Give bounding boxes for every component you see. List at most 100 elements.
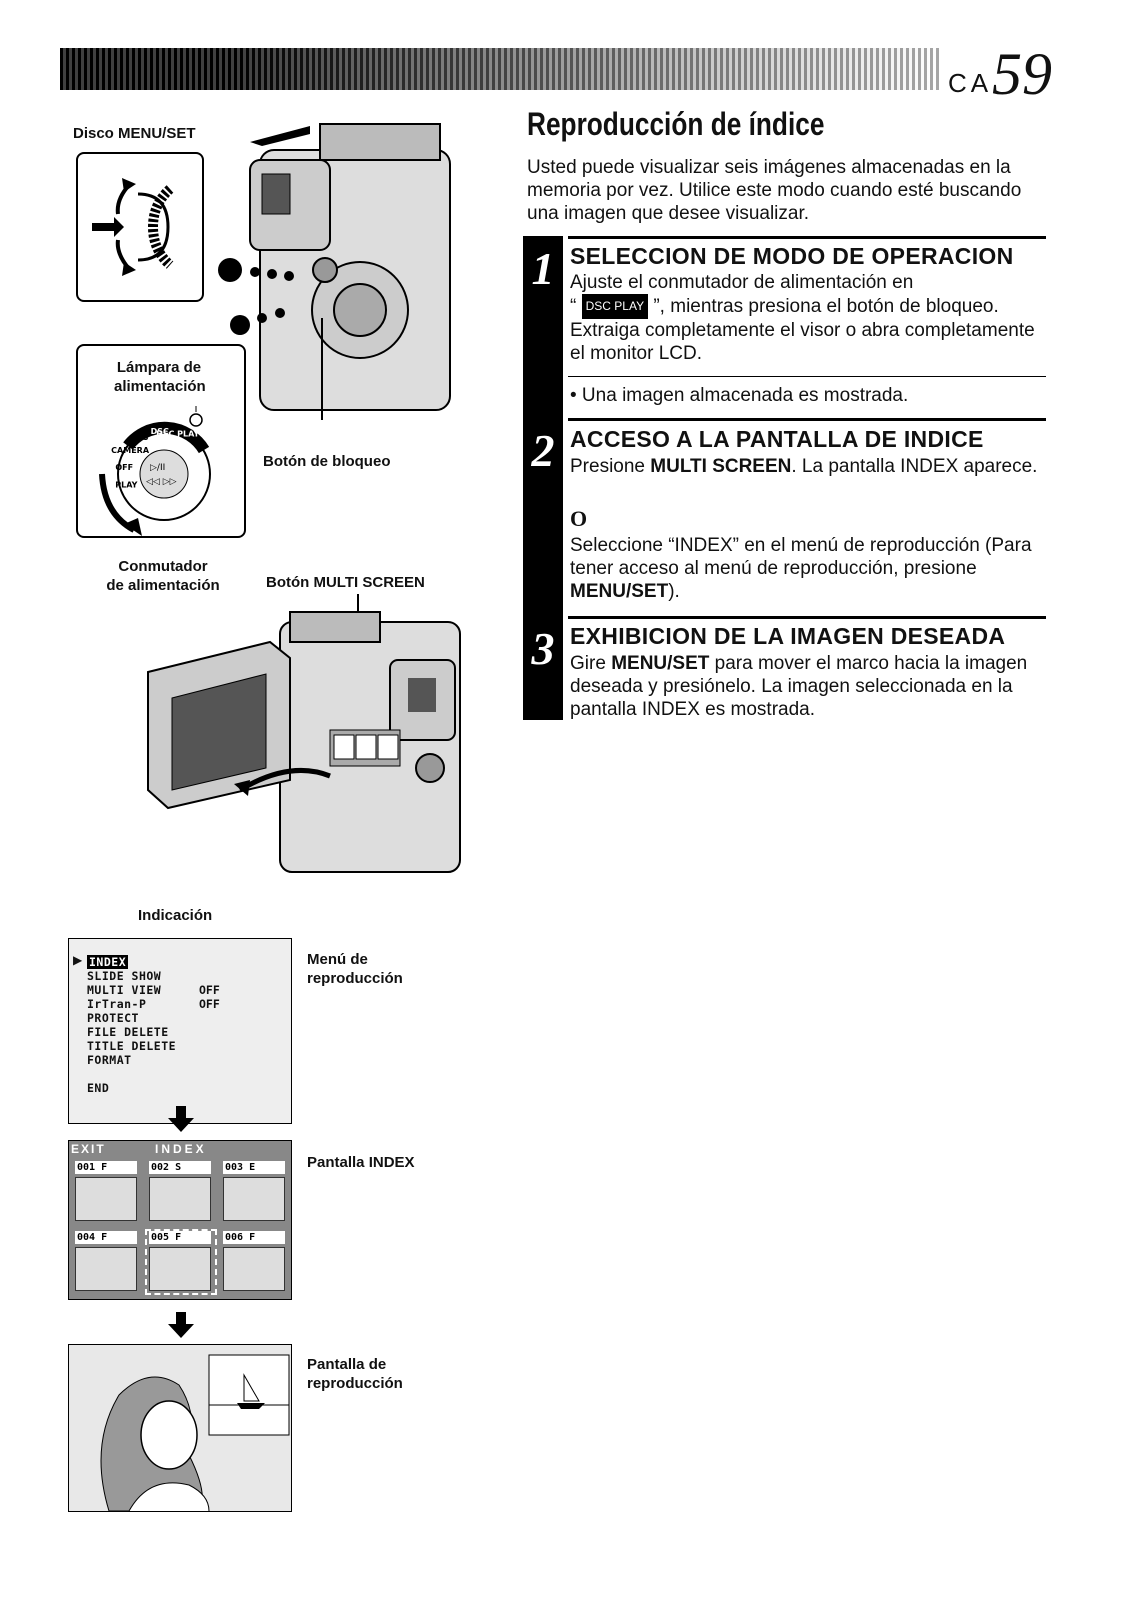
label-indicacion: Indicación <box>138 907 213 924</box>
index-cell-3: 003 E <box>221 1161 289 1223</box>
cell-2-mode: S <box>175 1162 182 1173</box>
index-title: INDEX <box>155 1142 207 1156</box>
step-1-line1: Ajuste el conmutador de alimentación en <box>570 272 914 293</box>
index-cell-1-header: 001 F <box>75 1161 137 1174</box>
menu-item-multi-view: MULTI VIEW <box>87 983 162 997</box>
index-cell-4: 004 F <box>73 1231 141 1293</box>
index-cell-5-header: 005 F <box>149 1231 211 1244</box>
step-2-or: O <box>570 506 588 531</box>
menu-item-slide-show: SLIDE SHOW <box>87 969 162 983</box>
step-3-number: 3 <box>523 616 563 720</box>
index-cell-6-header: 006 F <box>223 1231 285 1244</box>
switch-position-label: PLAY <box>115 481 137 490</box>
cell-6-num: 006 <box>225 1232 244 1243</box>
playback-menu-screen: ▶ INDEX SLIDE SHOW MULTI VIEW OFF IrTran… <box>68 938 292 1124</box>
cell-4-mode: F <box>101 1232 108 1243</box>
step-2-bold-b: MENU/SET <box>570 581 669 602</box>
index-cell-2-header: 002 S <box>149 1161 211 1174</box>
menu-item-index: INDEX <box>87 955 129 969</box>
intro-text: Usted puede visualizar seis imágenes alm… <box>527 157 1022 224</box>
index-screen: EXIT INDEX 001 F 002 S 003 E 004 F 005 F… <box>68 1140 292 1300</box>
down-arrow-icon <box>168 1106 194 1132</box>
step-3-bold: MENU/SET <box>611 653 710 674</box>
menu-item-irtran: IrTran-P <box>87 997 147 1011</box>
index-cell-2: 002 S <box>147 1161 215 1223</box>
cell-5-num: 005 <box>151 1232 170 1243</box>
menu-item-format: FORMAT <box>87 1053 132 1067</box>
step-2-text-c: Seleccione “INDEX” en el menú de reprodu… <box>570 535 1032 579</box>
step-2-text-a: Presione <box>570 456 651 477</box>
step-2-body2: Seleccione “INDEX” en el menú de reprodu… <box>570 534 1048 603</box>
step-2-text-d: ). <box>668 581 680 602</box>
menu-item-end: END <box>87 1081 110 1095</box>
playback-screen <box>68 1344 292 1512</box>
index-cell-4-landscape-image <box>75 1247 137 1291</box>
step-3-text-b: para mover el marco hacia la imagen dese… <box>570 653 1028 720</box>
switch-playback-icon: ▷/II <box>150 463 165 473</box>
switch-position-label: CAMERA <box>111 446 150 455</box>
down-arrow-icon <box>168 1312 194 1338</box>
index-cell-4-header: 004 F <box>75 1231 137 1244</box>
step-1-body: Ajuste el conmutador de alimentación en … <box>570 271 1048 365</box>
dsc-play-badge: DSC PLAY <box>581 294 649 319</box>
label-pantalla-index: Pantalla INDEX <box>307 1154 415 1171</box>
index-cell-5-selected[interactable]: 005 F <box>145 1229 217 1295</box>
label-menu-2: reproducción <box>307 970 403 987</box>
step-1-heading: SELECCION DE MODO DE OPERACION <box>570 243 1014 269</box>
step-3-text-a: Gire <box>570 653 612 674</box>
index-cell-6: 006 F <box>221 1231 289 1293</box>
switch-skip-icon: ◁◁ ▷▷ <box>146 477 177 487</box>
step-3-heading: EXHIBICION DE LA IMAGEN DESEADA <box>570 623 1006 649</box>
cell-3-mode: E <box>249 1162 256 1173</box>
index-cell-6-sunset-image <box>223 1247 285 1291</box>
cell-1-num: 001 <box>77 1162 96 1173</box>
step-1-line2: “ DSC PLAY ”, mientras presiona el botón… <box>570 294 1048 319</box>
label-menu-reproduccion: Menú de reproducción <box>307 950 403 988</box>
step-1-rule <box>568 236 1046 239</box>
index-cell-2-people-image <box>149 1177 211 1221</box>
menu-item-protect: PROTECT <box>87 1011 139 1025</box>
menu-item-file-delete: FILE DELETE <box>87 1025 169 1039</box>
step-3-rule <box>568 616 1046 619</box>
power-switch-box: Lámpara de alimentación ▷/II ◁◁ ▷▷ PLAY O… <box>76 344 246 538</box>
step-2-rule <box>568 418 1046 421</box>
label-lampara-1: Lámpara de <box>116 359 202 376</box>
label-disco-menu-set: Disco MENU/SET <box>73 125 196 142</box>
step-3-body: Gire MENU/SET para mover el marco hacia … <box>570 652 1048 721</box>
switch-position-label: OFF <box>115 463 133 472</box>
step-2-heading: ACCESO A LA PANTALLA DE INDICE <box>570 426 984 452</box>
step-2-body: Presione MULTI SCREEN. La pantalla INDEX… <box>570 455 1048 478</box>
index-cell-5-woman-image <box>149 1247 211 1291</box>
index-exit-label: EXIT <box>71 1142 106 1156</box>
index-cell-1-flower-image <box>75 1177 137 1221</box>
page-number: 59 <box>992 41 1052 107</box>
step-1-note-rule <box>568 376 1046 377</box>
step-1-line2-text: ”, mientras presiona el botón de bloqueo… <box>653 296 999 317</box>
section-code: CA <box>948 68 993 98</box>
menu-set-dial-icon <box>92 178 174 276</box>
label-boton-bloqueo: Botón de bloqueo <box>263 453 391 470</box>
label-conmutador-2: de alimentación <box>106 577 220 594</box>
index-cell-3-children-image <box>223 1177 285 1221</box>
camcorder-lcd-open-illustration <box>147 594 461 873</box>
label-conmutador-1: Conmutador <box>118 558 208 575</box>
step-2-text-b: . La pantalla INDEX aparece. <box>791 456 1038 477</box>
switch-position-label: 5S <box>137 433 149 442</box>
menu-value-multi-view: OFF <box>199 983 220 997</box>
step-1-number: 1 <box>523 236 563 418</box>
label-lampara: Lámpara de alimentación <box>114 358 206 396</box>
step-2-bold-a: MULTI SCREEN <box>650 456 792 477</box>
playback-woman-sailboat-image <box>69 1345 291 1512</box>
menu-value-irtran: OFF <box>199 997 220 1011</box>
label-conmutador: Conmutador de alimentación <box>98 557 228 595</box>
index-cell-3-header: 003 E <box>223 1161 285 1174</box>
switch-position-label: DSC PLAY <box>156 429 199 438</box>
quote-open: “ <box>570 296 577 317</box>
index-cell-1: 001 F <box>73 1161 141 1223</box>
cell-5-mode: F <box>175 1232 182 1243</box>
menu-cursor-icon: ▶ <box>73 953 83 967</box>
label-menu-1: Menú de <box>307 951 368 968</box>
header-bar <box>60 48 940 90</box>
cell-4-num: 004 <box>77 1232 96 1243</box>
label-pantalla-rep-1: Pantalla de <box>307 1356 387 1373</box>
